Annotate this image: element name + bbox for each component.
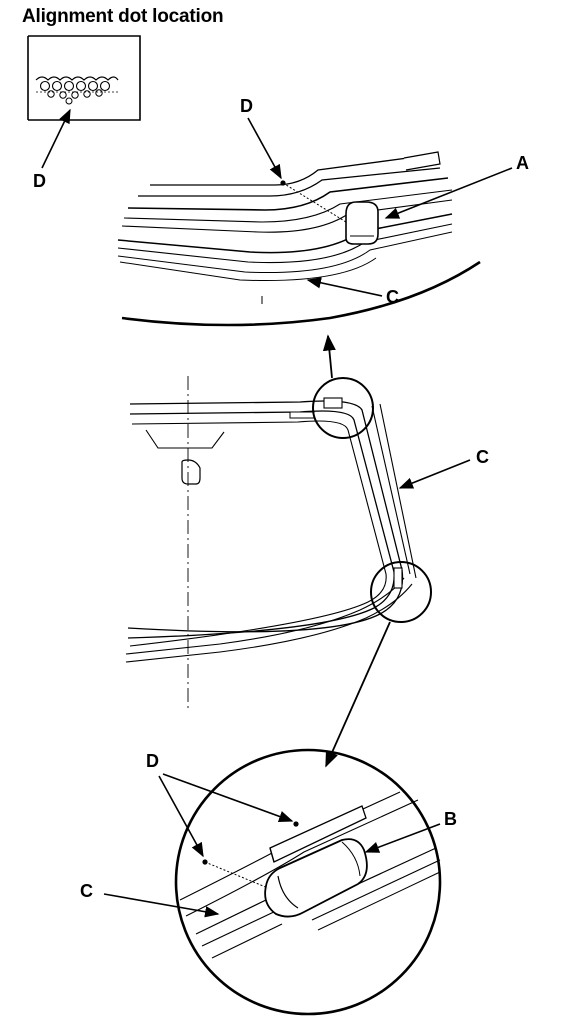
lower-detail (174, 748, 442, 1016)
label-c-lower: C (80, 881, 93, 901)
leader-d-lower-2 (158, 775, 204, 858)
windshield-frame (125, 376, 432, 710)
label-b: B (444, 809, 457, 829)
leader-b (364, 823, 441, 853)
leader-c-lower (103, 893, 220, 918)
label-c-upper: C (386, 287, 399, 307)
dot-d-lower-top (293, 821, 299, 827)
label-c-middle: C (476, 447, 489, 467)
leader-a (384, 167, 513, 219)
leader-d-inset (41, 108, 71, 169)
label-a: A (516, 153, 529, 173)
arrow-to-upper-detail (322, 334, 336, 379)
arrow-to-lower-detail (325, 621, 391, 768)
label-d-inset: D (33, 171, 46, 191)
alignment-dot-inset (27, 35, 141, 121)
label-d-upper: D (240, 96, 253, 116)
label-d-lower: D (146, 751, 159, 771)
leader-c-middle (398, 459, 471, 489)
upper-detail (117, 151, 481, 327)
leader-d-lower-1 (162, 773, 294, 822)
dot-guide-upper (282, 182, 347, 223)
dot-guide-lower (204, 861, 269, 889)
leader-c-upper (306, 277, 383, 297)
leader-d-upper (247, 117, 282, 180)
diagram-title: Alignment dot location (22, 6, 224, 27)
